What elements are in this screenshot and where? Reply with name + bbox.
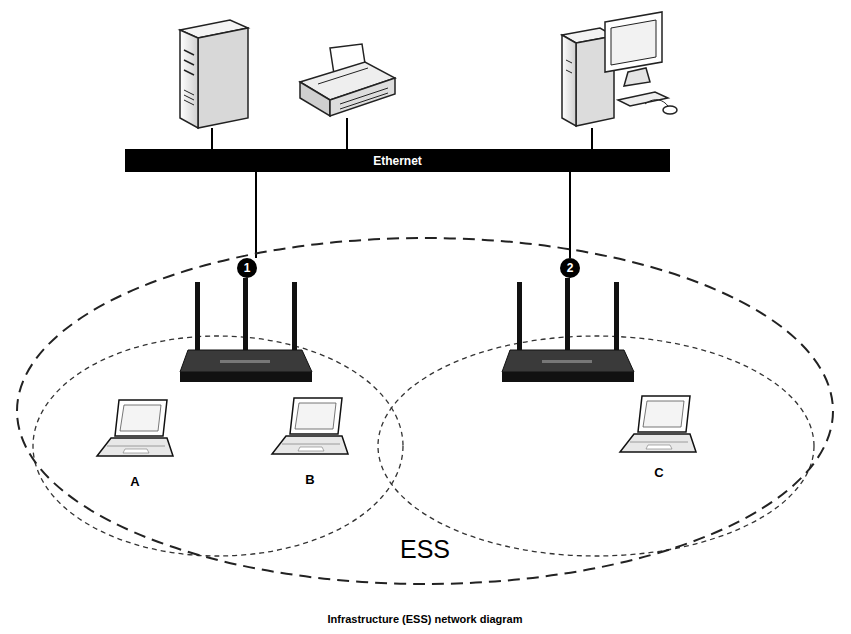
ess-region: ESS <box>15 236 835 586</box>
callout-number: 2 <box>567 261 574 275</box>
laptop-label: C <box>654 465 663 480</box>
ethernet-bus: Ethernet <box>125 149 670 172</box>
callout-number: 1 <box>244 261 251 275</box>
ess-outline <box>15 236 835 586</box>
bus-label: Ethernet <box>373 154 422 168</box>
figure-caption: Infrastructure (ESS) network diagram <box>328 613 523 625</box>
laptop-label: B <box>305 472 314 487</box>
laptop-label: A <box>130 474 139 489</box>
region-label: ESS <box>396 535 454 564</box>
